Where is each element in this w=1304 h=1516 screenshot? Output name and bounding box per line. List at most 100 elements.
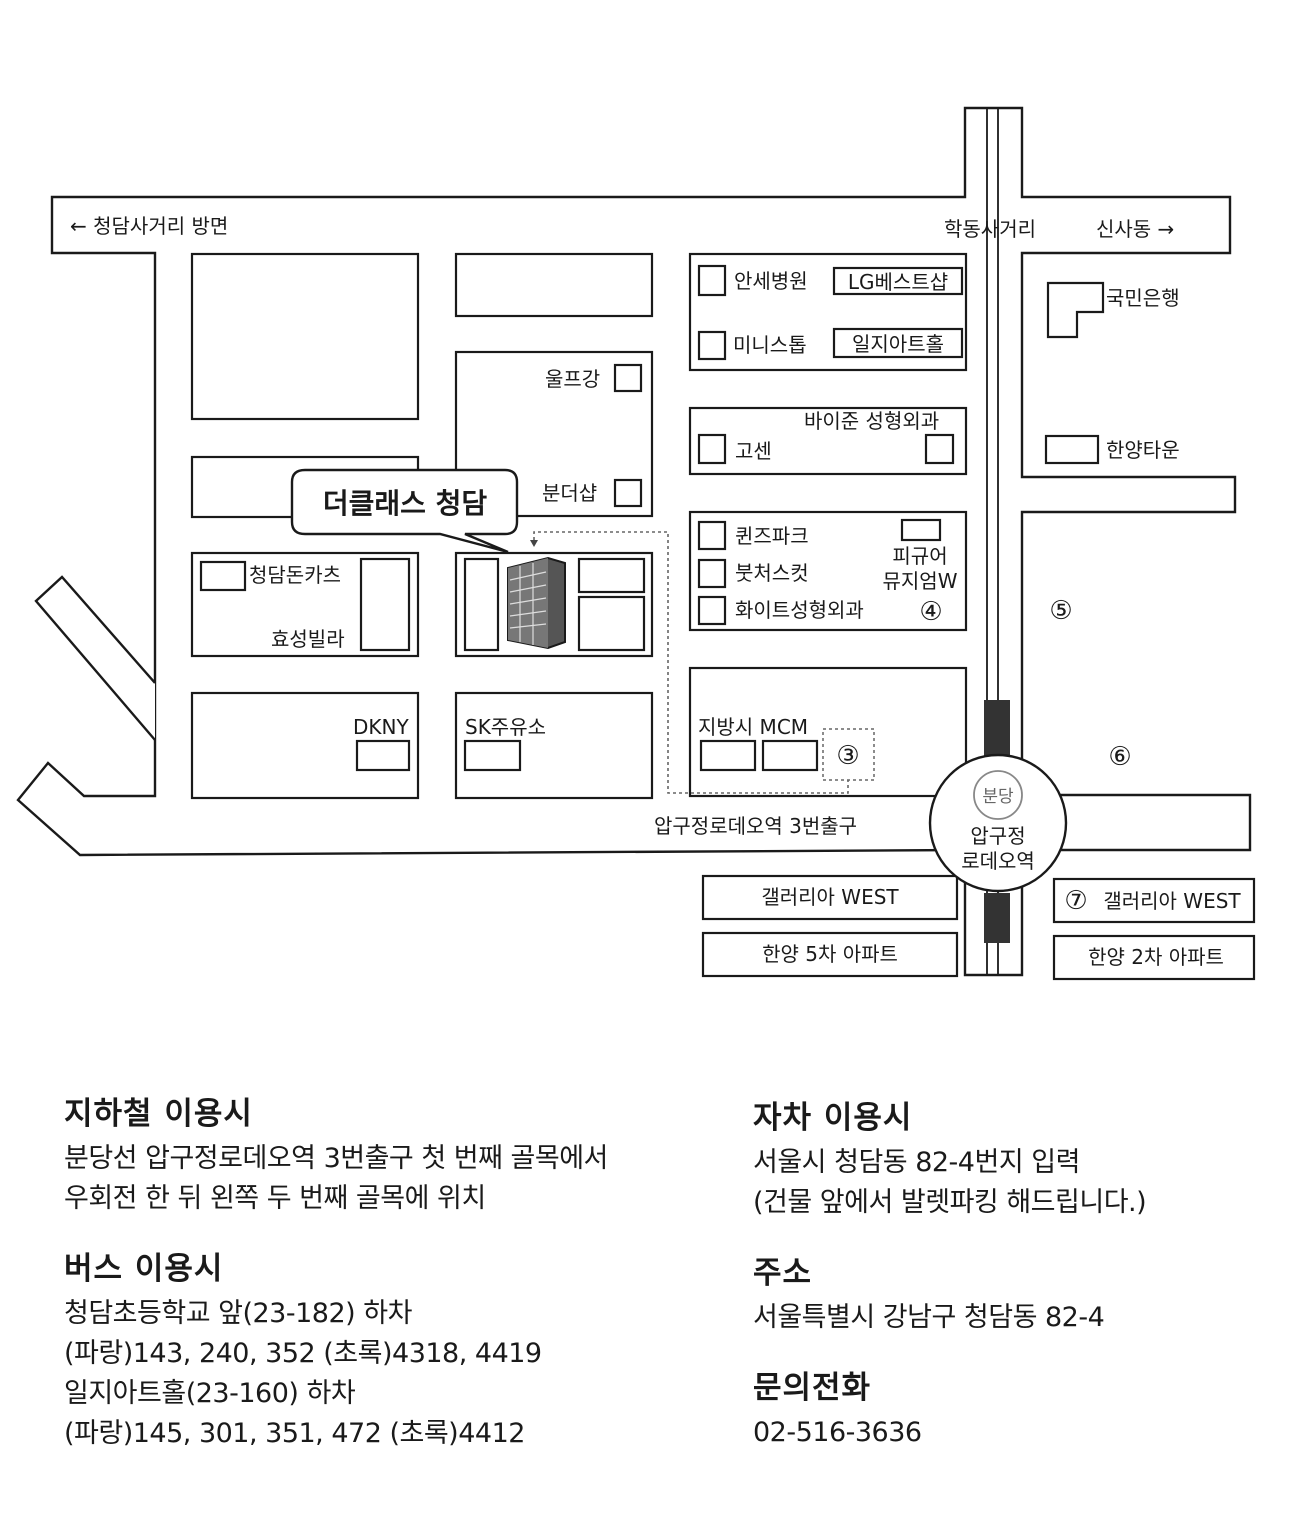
exit-5: ⑤ bbox=[1049, 596, 1072, 626]
phone-title: 문의전화 bbox=[753, 1370, 872, 1406]
diagonal-road bbox=[34, 575, 156, 741]
marker-white bbox=[697, 595, 727, 626]
marker-gosen bbox=[697, 433, 727, 465]
subway-track-south bbox=[984, 893, 1010, 943]
walking-route bbox=[533, 531, 849, 794]
marker-mcm bbox=[761, 739, 819, 772]
label-galleria-east: 갤러리아 WEST bbox=[1103, 889, 1241, 913]
station-circle bbox=[928, 753, 1068, 893]
label-gosen: 고센 bbox=[735, 439, 772, 463]
subway-line-2: 우회전 한 뒤 왼쪽 두 번째 골목에 위치 bbox=[64, 1183, 486, 1214]
label-kookmin: 국민은행 bbox=[1106, 286, 1180, 310]
label-white: 화이트성형외과 bbox=[735, 598, 864, 622]
label-hanyang2: 한양 2차 아파트 bbox=[1088, 945, 1224, 969]
route-arrow-icon bbox=[530, 540, 538, 547]
label-butcher: 붓처스컷 bbox=[735, 561, 809, 585]
road-network bbox=[16, 106, 1252, 977]
label-galleria-west: 갤러리아 WEST bbox=[761, 885, 899, 909]
marker-sk bbox=[463, 739, 522, 772]
block-hanyang5 bbox=[701, 931, 959, 978]
car-title: 자차 이용시 bbox=[753, 1100, 913, 1136]
address-section: 주소 서울특별시 강남구 청담동 82-4 bbox=[753, 1247, 1273, 1338]
marker-donkatsu bbox=[199, 560, 247, 592]
label-ulpeugang: 울프강 bbox=[545, 367, 600, 391]
label-queens: 퀸즈파크 bbox=[735, 524, 809, 548]
exit-7: ⑦ bbox=[1064, 886, 1087, 916]
marker-anse bbox=[697, 264, 727, 297]
directions-right: 자차 이용시 서울시 청담동 82-4번지 입력 (건물 앞에서 발렛파킹 해드… bbox=[753, 1092, 1273, 1477]
marker-exit3 bbox=[822, 728, 875, 781]
label-hanyang5: 한양 5차 아파트 bbox=[762, 942, 898, 966]
marker-target-right-top bbox=[577, 557, 646, 594]
label-hyosung: 효성빌라 bbox=[271, 627, 345, 651]
marker-hyosung bbox=[359, 557, 411, 652]
label-figure-1: 피규어 bbox=[892, 544, 947, 568]
address-title: 주소 bbox=[753, 1255, 813, 1291]
exit-6: ⑥ bbox=[1108, 742, 1131, 772]
bus-section: 버스 이용시 청담초등학교 앞(23-182) 하차 (파랑)143, 240,… bbox=[64, 1243, 724, 1454]
marker-baijun bbox=[924, 433, 955, 465]
road-label-sinsa: 신사동 → bbox=[1096, 217, 1174, 241]
exit-3: ③ bbox=[836, 741, 859, 771]
marker-dkny bbox=[355, 739, 411, 772]
marker-kookmin bbox=[1046, 281, 1105, 339]
subway-track-north bbox=[984, 700, 1010, 760]
block-a bbox=[190, 252, 420, 421]
marker-ilji bbox=[832, 327, 964, 359]
marker-target-right-bottom bbox=[577, 595, 646, 652]
building-icon bbox=[507, 556, 566, 650]
marker-bundeoshop bbox=[613, 478, 643, 508]
highlight-label: 더클래스 청담 bbox=[323, 487, 488, 520]
label-hanyang-town: 한양타운 bbox=[1106, 438, 1180, 462]
block-i bbox=[688, 406, 968, 476]
directions-left: 지하철 이용시 분당선 압구정로데오역 3번출구 첫 번째 골목에서 우회전 한… bbox=[64, 1088, 724, 1478]
station-name-2: 로데오역 bbox=[961, 849, 1035, 873]
label-jibang: 지방시 MCM bbox=[698, 715, 808, 739]
bus-line-1: 청담초등학교 앞(23-182) 하차 bbox=[64, 1298, 412, 1329]
station-line-badge bbox=[973, 770, 1023, 820]
marker-queens bbox=[697, 520, 727, 551]
bus-line-2: (파랑)143, 240, 352 (초록)4318, 4419 bbox=[64, 1338, 542, 1369]
label-ilji: 일지아트홀 bbox=[852, 332, 944, 356]
exit-4: ④ bbox=[919, 597, 942, 627]
car-line-1: 서울시 청담동 82-4번지 입력 bbox=[753, 1147, 1080, 1178]
subway-section: 지하철 이용시 분당선 압구정로데오역 3번출구 첫 번째 골목에서 우회전 한… bbox=[64, 1088, 724, 1219]
label-mini: 미니스톱 bbox=[733, 333, 807, 357]
marker-mini bbox=[697, 330, 727, 361]
block-hanyang2 bbox=[1052, 934, 1256, 981]
marker-target-left bbox=[463, 557, 500, 652]
marker-ulpeugang bbox=[613, 363, 643, 393]
location-map: 더클래스 청담 분당 압구정 로데오역 ← 청담사거리 방면 학동사거리 신사동… bbox=[16, 106, 1256, 981]
label-figure-2: 뮤지엄W bbox=[883, 569, 958, 593]
marker-butcher bbox=[697, 558, 727, 589]
marker-figure bbox=[900, 518, 942, 542]
marker-lg bbox=[832, 266, 964, 296]
highlight-bubble bbox=[290, 468, 519, 554]
label-anse: 안세병원 bbox=[734, 269, 808, 293]
block-galleria-west bbox=[701, 874, 959, 921]
label-baijun: 바이준 성형외과 bbox=[804, 409, 939, 433]
subway-title: 지하철 이용시 bbox=[64, 1096, 253, 1132]
block-galleria-east bbox=[1052, 877, 1256, 924]
address-line-1: 서울특별시 강남구 청담동 82-4 bbox=[753, 1302, 1105, 1333]
phone-number[interactable]: 02-516-3636 bbox=[753, 1417, 922, 1448]
road-label-exit3: 압구정로데오역 3번출구 bbox=[654, 814, 857, 838]
car-line-2: (건물 앞에서 발렛파킹 해드립니다.) bbox=[753, 1187, 1147, 1218]
bus-line-4: (파랑)145, 301, 351, 472 (초록)4412 bbox=[64, 1418, 525, 1449]
station-line-label: 분당 bbox=[982, 787, 1014, 807]
label-lg: LG베스트샵 bbox=[848, 270, 948, 294]
marker-hanyang-town bbox=[1044, 434, 1100, 465]
car-section: 자차 이용시 서울시 청담동 82-4번지 입력 (건물 앞에서 발렛파킹 해드… bbox=[753, 1092, 1273, 1223]
bus-title: 버스 이용시 bbox=[64, 1251, 224, 1287]
road-label-hakdong: 학동사거리 bbox=[944, 217, 1036, 241]
block-b bbox=[454, 252, 654, 318]
label-dkny: DKNY bbox=[353, 715, 409, 739]
marker-jibang bbox=[699, 739, 757, 772]
label-bundeoshop: 분더샵 bbox=[542, 481, 597, 505]
bus-line-3: 일지아트홀(23-160) 하차 bbox=[64, 1378, 356, 1409]
road-label-left: ← 청담사거리 방면 bbox=[70, 214, 228, 238]
subway-line-1: 분당선 압구정로데오역 3번출구 첫 번째 골목에서 bbox=[64, 1143, 608, 1174]
label-donkatsu: 청담돈카츠 bbox=[249, 563, 341, 587]
station-name-1: 압구정 bbox=[970, 824, 1025, 848]
label-sk: SK주유소 bbox=[465, 715, 546, 739]
